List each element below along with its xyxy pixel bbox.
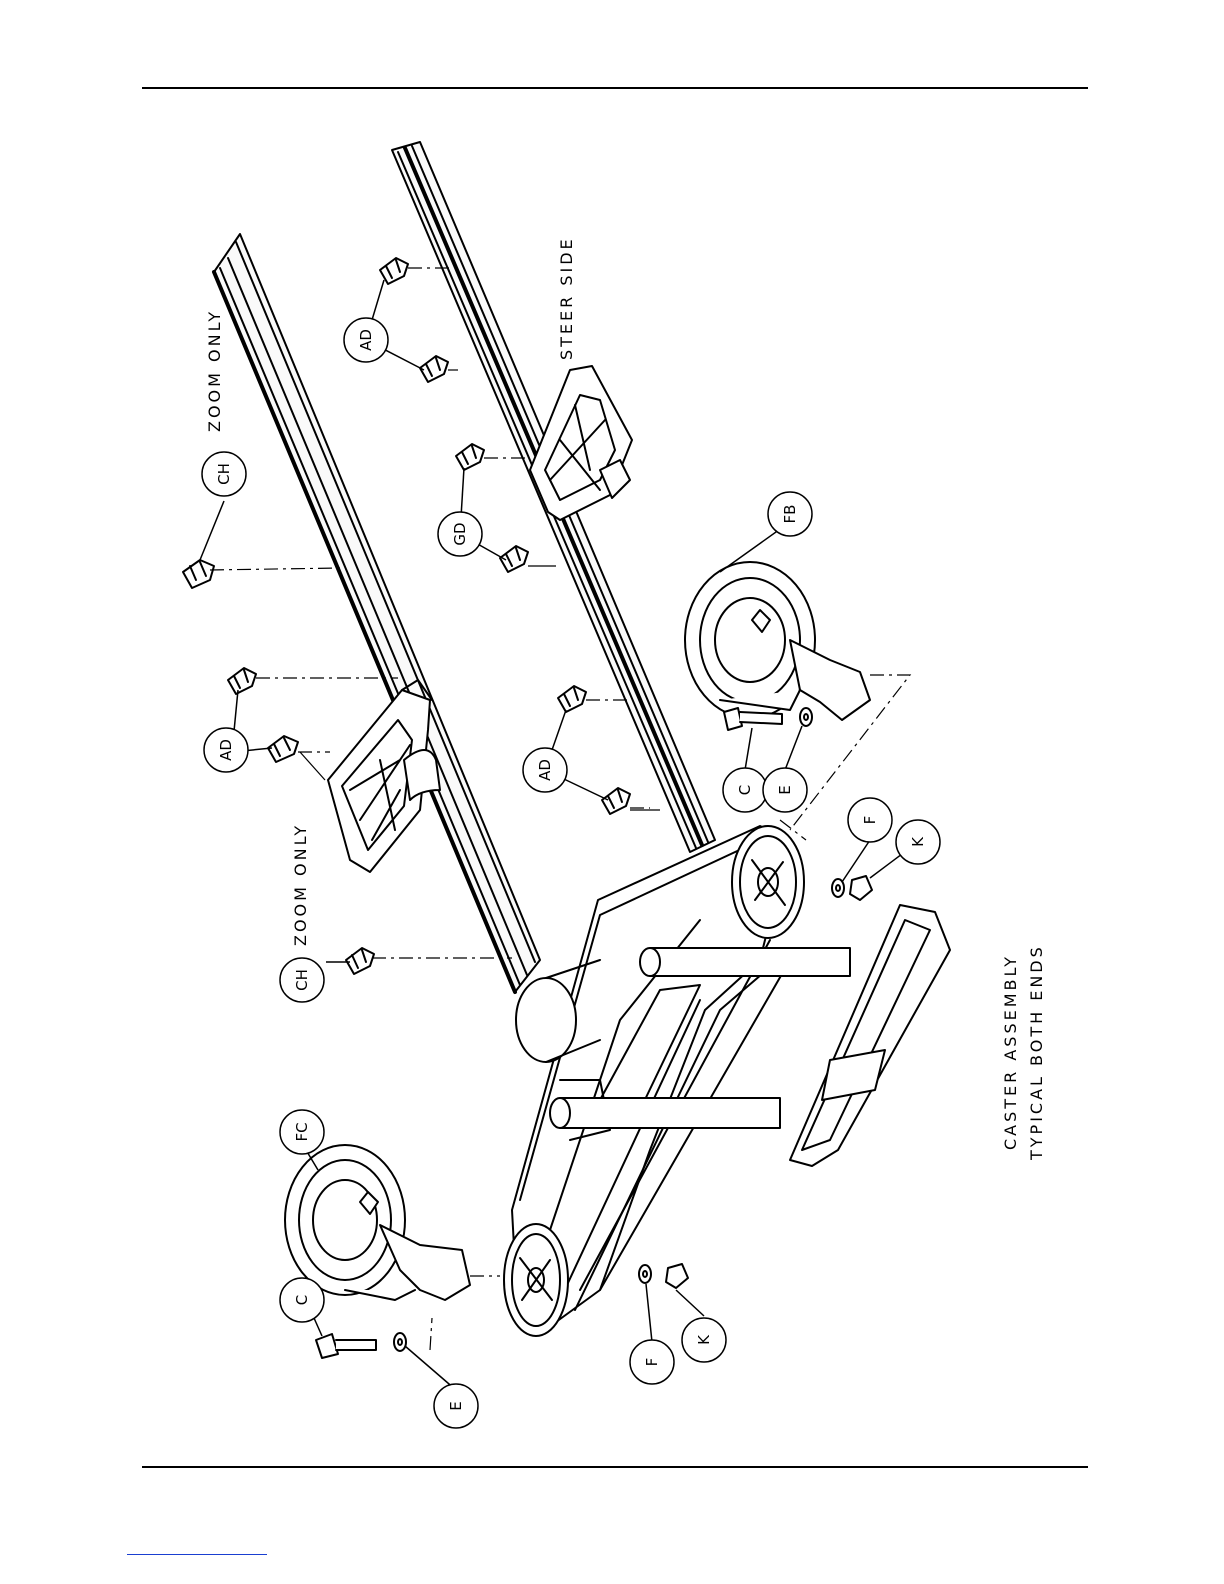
nut-k-right bbox=[850, 876, 872, 900]
bolt-c-left bbox=[316, 1334, 376, 1358]
callout-c-left: C bbox=[293, 1295, 311, 1305]
clip-ch-upper bbox=[183, 560, 214, 588]
clip-ad-2 bbox=[268, 736, 298, 762]
clip-ad-1 bbox=[228, 668, 256, 694]
caster-fc bbox=[285, 1145, 470, 1300]
washer-f-left bbox=[639, 1265, 651, 1283]
clip-gd-1 bbox=[456, 444, 484, 470]
cradle-frame bbox=[790, 905, 950, 1166]
note-steer-side: STEER SIDE bbox=[557, 236, 576, 360]
callout-ch-lower: CH bbox=[293, 969, 311, 991]
note-zoom-only-upper: ZOOM ONLY bbox=[205, 309, 224, 432]
note-zoom-only-lower: ZOOM ONLY bbox=[291, 823, 310, 946]
callout-ad-upper-right: AD bbox=[357, 329, 375, 351]
callout-c-right: C bbox=[736, 785, 754, 795]
note-caster-line1: CASTER ASSEMBLY bbox=[1001, 954, 1020, 1150]
callout-f-right: F bbox=[861, 816, 879, 825]
callout-fc: FC bbox=[293, 1122, 311, 1141]
washer-e-right bbox=[800, 708, 812, 726]
callout-fb: FB bbox=[781, 505, 799, 524]
callout-k-right: K bbox=[909, 836, 927, 847]
caster-fb bbox=[685, 562, 870, 720]
callout-ad-upper-left: AD bbox=[217, 739, 235, 761]
note-caster-line2: TYPICAL BOTH ENDS bbox=[1027, 944, 1046, 1161]
callout-f-left: F bbox=[643, 1358, 661, 1367]
clip-ad-5 bbox=[558, 686, 586, 712]
clip-ch-lower bbox=[346, 948, 374, 974]
washer-e-left bbox=[394, 1333, 406, 1351]
callout-k-left: K bbox=[695, 1334, 713, 1345]
nut-k-left bbox=[666, 1264, 688, 1288]
zoom-bracket bbox=[328, 680, 440, 872]
callout-e-left: E bbox=[447, 1401, 465, 1410]
callout-ad-mid: AD bbox=[536, 759, 554, 781]
callout-ch-upper: CH bbox=[215, 463, 233, 485]
callout-gd: GD bbox=[451, 522, 469, 545]
clip-ad-6 bbox=[602, 788, 630, 814]
callout-e-right: E bbox=[776, 785, 794, 794]
caster-well-left bbox=[504, 1224, 568, 1336]
steer-bracket bbox=[530, 366, 632, 520]
clip-ad-4 bbox=[420, 356, 448, 382]
caster-well-right bbox=[732, 826, 804, 938]
